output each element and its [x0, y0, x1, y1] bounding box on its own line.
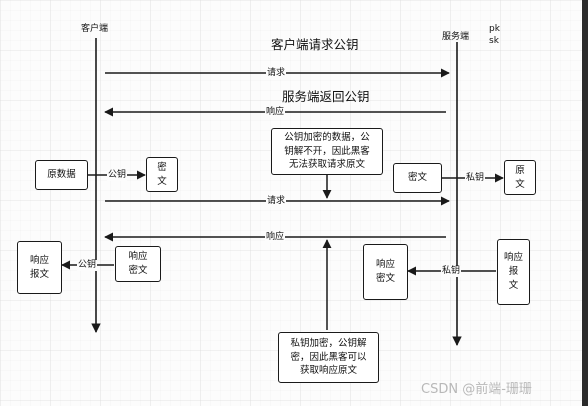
response-cipher-client-text: 响应 密文: [128, 251, 148, 276]
raw-data-box: 原数据: [35, 160, 88, 190]
label-request-key: 请求: [266, 68, 287, 79]
client-actor-label: 客户端: [81, 24, 109, 34]
label-public-key-decrypt: 公钥: [77, 260, 98, 271]
response-report-server-text: 响应 报 文: [503, 252, 523, 291]
label-private-key-decrypt: 私钥: [465, 173, 486, 184]
label-return-key: 响应: [265, 107, 286, 118]
response-report-client-box: 响应 报文: [17, 241, 62, 294]
server-secret-key-label: sk: [489, 36, 499, 46]
label-request-message: 请求: [266, 196, 287, 207]
title-client-request-key: 客户端请求公钥: [271, 37, 359, 52]
response-report-client-text: 响应 报文: [29, 254, 49, 280]
title-server-return-key: 服务端返回公钥: [282, 89, 370, 104]
server-actor-label: 服务端: [442, 32, 470, 42]
label-public-key-encrypt: 公钥: [107, 170, 128, 181]
server-public-key-label: pk: [489, 24, 500, 34]
label-response-message: 响应: [265, 232, 286, 243]
response-report-server-box: 响应 报 文: [497, 239, 530, 305]
right-edge-bar: [582, 0, 588, 406]
ciphertext-client-box: 密 文: [146, 157, 178, 192]
ciphertext-server-text: 密文: [407, 172, 427, 184]
plaintext-server-box: 原 文: [504, 160, 536, 195]
server-keys: pk sk: [489, 23, 500, 47]
note-public-key-encrypt-text: 公钥加密的数据，公 钥解不开，因此黑客 无法获取请求原文: [284, 131, 370, 171]
note-private-key-encrypt: 私钥加密，公钥解 密，因此黑客可以 获取响应原文: [278, 332, 379, 383]
response-cipher-client-box: 响应 密文: [115, 246, 161, 282]
label-private-key-encrypt: 私钥: [441, 266, 462, 277]
response-cipher-server-box: 响应 密文: [363, 244, 408, 300]
note-public-key-encrypt: 公钥加密的数据，公 钥解不开，因此黑客 无法获取请求原文: [271, 128, 383, 175]
raw-data-text: 原数据: [47, 169, 76, 181]
ciphertext-client-text: 密 文: [157, 161, 167, 187]
plaintext-server-text: 原 文: [515, 164, 525, 190]
note-private-key-encrypt-text: 私钥加密，公钥解 密，因此黑客可以 获取响应原文: [290, 337, 367, 377]
response-cipher-server-text: 响应 密文: [375, 259, 395, 284]
ciphertext-server-box: 密文: [393, 163, 442, 193]
csdn-watermark: CSDN @前端-珊珊: [421, 382, 532, 397]
